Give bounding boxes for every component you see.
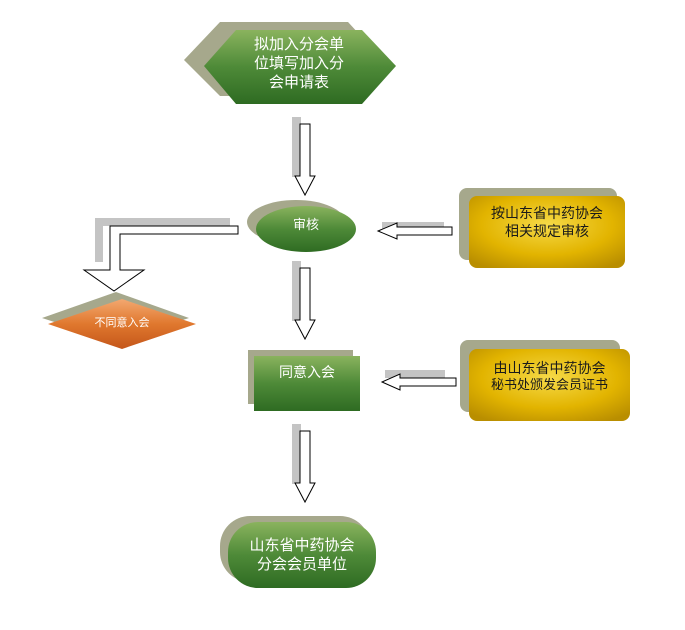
start-node (184, 22, 396, 104)
arrow-shadow (292, 261, 301, 321)
review-node (247, 200, 356, 252)
arrow-down (294, 267, 316, 341)
arrow-down (294, 123, 316, 197)
member-node-line: 分会会员单位 (256, 554, 347, 573)
arrow-left (380, 373, 457, 391)
review-rule-note-line: 相关规定审核 (505, 224, 589, 241)
arrow-review-to-approved (292, 261, 316, 341)
arrow-shadow (95, 218, 230, 262)
member-node (220, 516, 376, 588)
review-rule-note-line: 按山东省中药协会 (491, 206, 603, 222)
member-node-label: 山东省中药协会 分会会员单位 (228, 536, 376, 574)
arrow-left (376, 222, 453, 240)
approved-node-label: 同意入会 (279, 365, 335, 381)
start-node-line: 拟加入分会单 (253, 35, 344, 53)
start-node-line: 会申请表 (268, 72, 329, 91)
arrow-shadow (382, 222, 444, 230)
arrow-rule-to-review (376, 222, 453, 240)
review-node-ellipse (256, 206, 356, 252)
arrow-start-to-review (292, 117, 316, 197)
arrow-certificate-to-approved (380, 370, 457, 391)
review-rule-note-box (469, 196, 625, 268)
arrow-shadow (292, 117, 301, 177)
member-node-box (228, 522, 376, 588)
member-node-line: 山东省中药协会 (249, 536, 355, 554)
approved-node (248, 350, 360, 411)
rejected-node-diamond (48, 299, 196, 349)
arrow-approved-to-member (292, 424, 316, 504)
arrow-down (294, 430, 316, 504)
review-rule-note (459, 188, 625, 268)
certificate-note (460, 340, 630, 421)
start-node-line: 位填写加入分 (253, 53, 344, 72)
certificate-note-box (469, 349, 630, 421)
certificate-note-line: 由山东省中药协会 (493, 361, 606, 377)
arrow-shadow (292, 424, 301, 484)
certificate-note-label: 由山东省中药协会 秘书处颁发会员证书 (469, 360, 630, 395)
rejected-node (42, 292, 196, 349)
arrow-bent-down (82, 225, 239, 292)
start-node-hexagon (204, 30, 396, 104)
approved-node-box (254, 356, 360, 411)
review-rule-note-label: 按山东省中药协会 相关规定审核 (469, 205, 625, 241)
arrow-review-to-rejected (82, 218, 239, 292)
start-node-label: 拟加入分会单 位填写加入分 会申请表 (244, 35, 354, 91)
arrow-shadow (385, 370, 445, 378)
review-node-label: 审核 (292, 218, 319, 233)
certificate-note-line: 秘书处颁发会员证书 (490, 378, 608, 394)
rejected-node-label: 不同意入会 (94, 316, 150, 329)
